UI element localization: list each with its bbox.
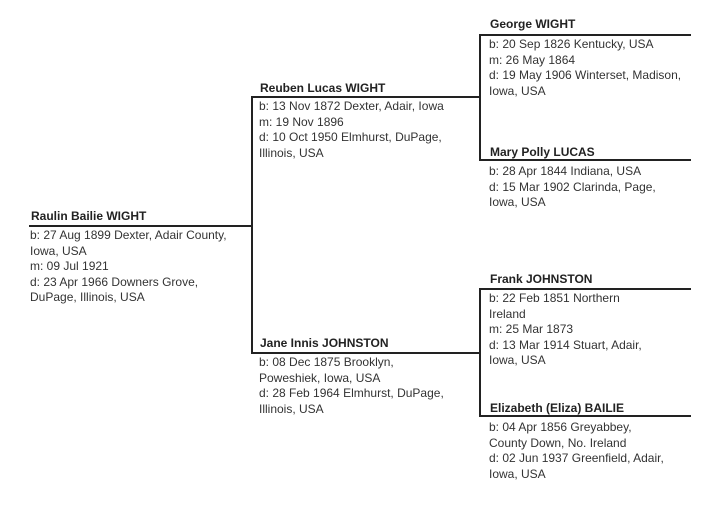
connector-p5 [479,159,691,161]
person-name-p1[interactable]: Raulin Bailie WIGHT [31,209,147,223]
connector-p6 [479,288,691,290]
birth: b: 28 Apr 1844 Indiana, USA [489,164,642,178]
person-name-p4[interactable]: George WIGHT [490,17,576,31]
person-info-p6: b: 22 Feb 1851 Northern Ireland m: 25 Ma… [489,291,654,369]
connector-p2 [251,96,481,98]
connector-p3-parents [479,288,481,417]
connector-p3 [251,352,481,354]
marriage: m: 09 Jul 1921 [30,259,109,273]
connector-p4 [479,34,691,36]
person-info-p7: b: 04 Apr 1856 Greyabbey, County Down, N… [489,420,669,482]
birth: b: 08 Dec 1875 Brooklyn, Poweshiek, Iowa… [259,355,394,385]
person-name-p7[interactable]: Elizabeth (Eliza) BAILIE [490,401,625,415]
person-name-p6[interactable]: Frank JOHNSTON [490,272,593,286]
person-name-p3[interactable]: Jane Innis JOHNSTON [260,336,389,350]
death: d: 28 Feb 1964 Elmhurst, DuPage, Illinoi… [259,386,444,416]
marriage: m: 26 May 1864 [489,52,576,67]
person-name-p2[interactable]: Reuben Lucas WIGHT [260,81,386,95]
birth: b: 27 Aug 1899 Dexter, Adair County, Iow… [30,228,227,258]
birth: b: 20 Sep 1826 Kentucky, USA [489,37,654,51]
death: d: 10 Oct 1950 Elmhurst, DuPage, Illinoi… [259,130,442,160]
death: d: 13 Mar 1914 Stuart, Adair, Iowa, USA [489,337,642,368]
connector-p1-parents [251,96,253,354]
marriage: m: 25 Mar 1873 [489,322,574,336]
death: d: 19 May 1906 Winterset, Madison, Iowa,… [489,68,682,98]
birth: b: 04 Apr 1856 Greyabbey, County Down, N… [489,420,632,450]
birth: b: 22 Feb 1851 Northern Ireland [489,291,620,321]
person-info-p2: b: 13 Nov 1872 Dexter, Adair, Iowa m: 19… [259,99,459,161]
death: d: 02 Jun 1937 Greenfield, Adair, Iowa, … [489,451,664,481]
death: d: 23 Apr 1966 Downers Grove, DuPage, Il… [30,274,199,305]
birth: b: 13 Nov 1872 Dexter, Adair, Iowa [259,99,444,113]
person-name-p5[interactable]: Mary Polly LUCAS [490,145,595,159]
person-info-p1: b: 27 Aug 1899 Dexter, Adair County, Iow… [30,228,230,306]
person-info-p3: b: 08 Dec 1875 Brooklyn, Poweshiek, Iowa… [259,355,444,417]
connector-p1 [29,225,253,227]
person-info-p5: b: 28 Apr 1844 Indiana, USA d: 15 Mar 19… [489,164,684,211]
marriage: m: 19 Nov 1896 [259,114,344,129]
connector-p7 [479,415,691,417]
person-info-p4: b: 20 Sep 1826 Kentucky, USA m: 26 May 1… [489,37,689,99]
death: d: 15 Mar 1902 Clarinda, Page, Iowa, USA [489,179,656,210]
connector-p2-parents [479,34,481,161]
